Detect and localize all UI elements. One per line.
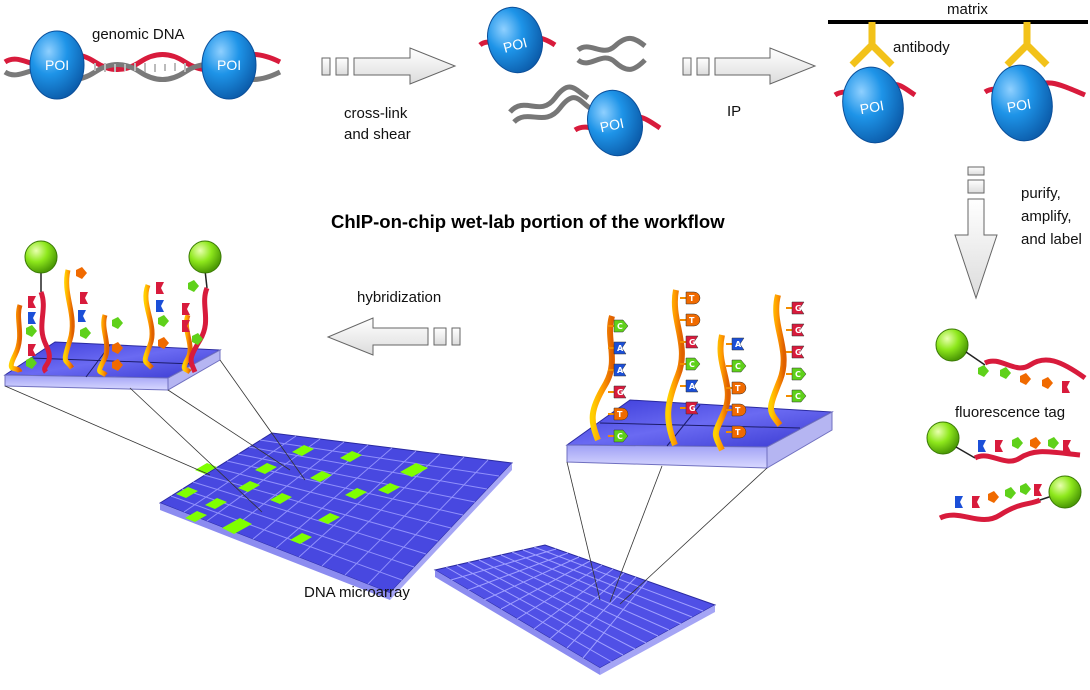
base-letter: C bbox=[795, 392, 801, 401]
base-letter: G bbox=[795, 304, 802, 313]
hybridization-arrow bbox=[326, 317, 461, 356]
ip-arrow bbox=[682, 47, 817, 85]
antibody-label: antibody bbox=[893, 39, 950, 56]
base-letter: G bbox=[689, 404, 696, 413]
base-letter: A bbox=[617, 366, 624, 375]
base-letter: C bbox=[795, 370, 801, 379]
base-letter: T bbox=[735, 428, 741, 437]
base-letter: T bbox=[617, 410, 623, 419]
base-letter: C bbox=[617, 432, 623, 441]
fluorescence-tag-label: fluorescence tag bbox=[955, 404, 1066, 421]
genomic-dna-label: genomic DNA bbox=[92, 26, 185, 43]
base-flag-T bbox=[731, 425, 747, 439]
crosslink-label-line2: and shear bbox=[344, 126, 411, 143]
capture-probes: C A A G T C T T G C A G A C T T T G G G C C bbox=[589, 289, 807, 452]
dna-microarray-hybridized bbox=[158, 432, 514, 600]
base-flag-G bbox=[791, 301, 805, 315]
base-flag-T bbox=[685, 313, 701, 327]
and-label-label: and label bbox=[1021, 231, 1082, 248]
base-letter: T bbox=[689, 294, 695, 303]
base-letter: G bbox=[795, 326, 802, 335]
microarray-spot-zoom-left bbox=[3, 341, 222, 391]
poi-label: POI bbox=[859, 97, 886, 117]
base-flag-T bbox=[613, 407, 629, 421]
base-letter: A bbox=[735, 340, 742, 349]
purify-label: purify, bbox=[1021, 185, 1061, 202]
base-flag-G bbox=[791, 323, 805, 337]
zoom-guide-lines bbox=[4, 359, 768, 605]
base-letter: C bbox=[735, 362, 741, 371]
antibody-right: POI bbox=[983, 22, 1086, 142]
ip-label: IP bbox=[727, 103, 742, 120]
dna-microarray-label: DNA microarray bbox=[304, 584, 410, 601]
base-letter: T bbox=[689, 316, 695, 325]
base-flag-T bbox=[731, 381, 747, 395]
poi-label: POI bbox=[598, 115, 625, 136]
amplify-label: amplify, bbox=[1021, 208, 1072, 225]
poi-label: POI bbox=[1006, 96, 1033, 116]
labeled-dna-fragments bbox=[926, 328, 1087, 522]
microarray-spot-zoom-right bbox=[565, 399, 834, 469]
hybridized-probes bbox=[8, 240, 222, 378]
antibody-left: POI bbox=[833, 22, 917, 144]
base-flag-C bbox=[613, 319, 629, 333]
base-letter: C bbox=[689, 360, 695, 369]
purify-arrow bbox=[954, 166, 998, 300]
base-flag-C bbox=[613, 429, 629, 443]
base-flag-G bbox=[791, 345, 805, 359]
base-letter: A bbox=[617, 344, 624, 353]
base-flag-G bbox=[685, 335, 699, 349]
poi-protein: POI bbox=[29, 30, 85, 100]
cross-link-arrow bbox=[321, 47, 457, 85]
dna-microarray-probes bbox=[433, 544, 717, 675]
base-letter: G bbox=[617, 388, 624, 397]
base-flag-C bbox=[731, 359, 747, 373]
base-flag-A bbox=[685, 379, 699, 393]
base-letter: G bbox=[689, 338, 696, 347]
poi-protein: POI bbox=[201, 30, 257, 100]
base-flag-T bbox=[685, 291, 701, 305]
poi-label: POI bbox=[501, 34, 528, 56]
sheared-chromatin: POI POI bbox=[478, 6, 662, 157]
base-flag-C bbox=[791, 367, 807, 381]
matrix-label: matrix bbox=[947, 1, 988, 18]
base-flag-T bbox=[731, 403, 747, 417]
base-flag-G bbox=[685, 401, 699, 415]
base-letter: G bbox=[795, 348, 802, 357]
base-flag-A bbox=[613, 341, 627, 355]
base-letter: A bbox=[689, 382, 696, 391]
base-flag-C bbox=[791, 389, 807, 403]
base-letter: C bbox=[617, 322, 623, 331]
base-flag-A bbox=[731, 337, 745, 351]
poi-label: POI bbox=[217, 57, 241, 73]
base-letter: T bbox=[735, 406, 741, 415]
base-flag-G bbox=[613, 385, 627, 399]
base-flag-C bbox=[685, 357, 701, 371]
base-letter: T bbox=[735, 384, 741, 393]
crosslink-label-line1: cross-link bbox=[344, 105, 408, 122]
hybridization-label: hybridization bbox=[357, 289, 442, 306]
poi-label: POI bbox=[45, 57, 69, 73]
diagram-title: ChIP-on-chip wet-lab portion of the work… bbox=[331, 211, 725, 232]
base-flag-A bbox=[613, 363, 627, 377]
